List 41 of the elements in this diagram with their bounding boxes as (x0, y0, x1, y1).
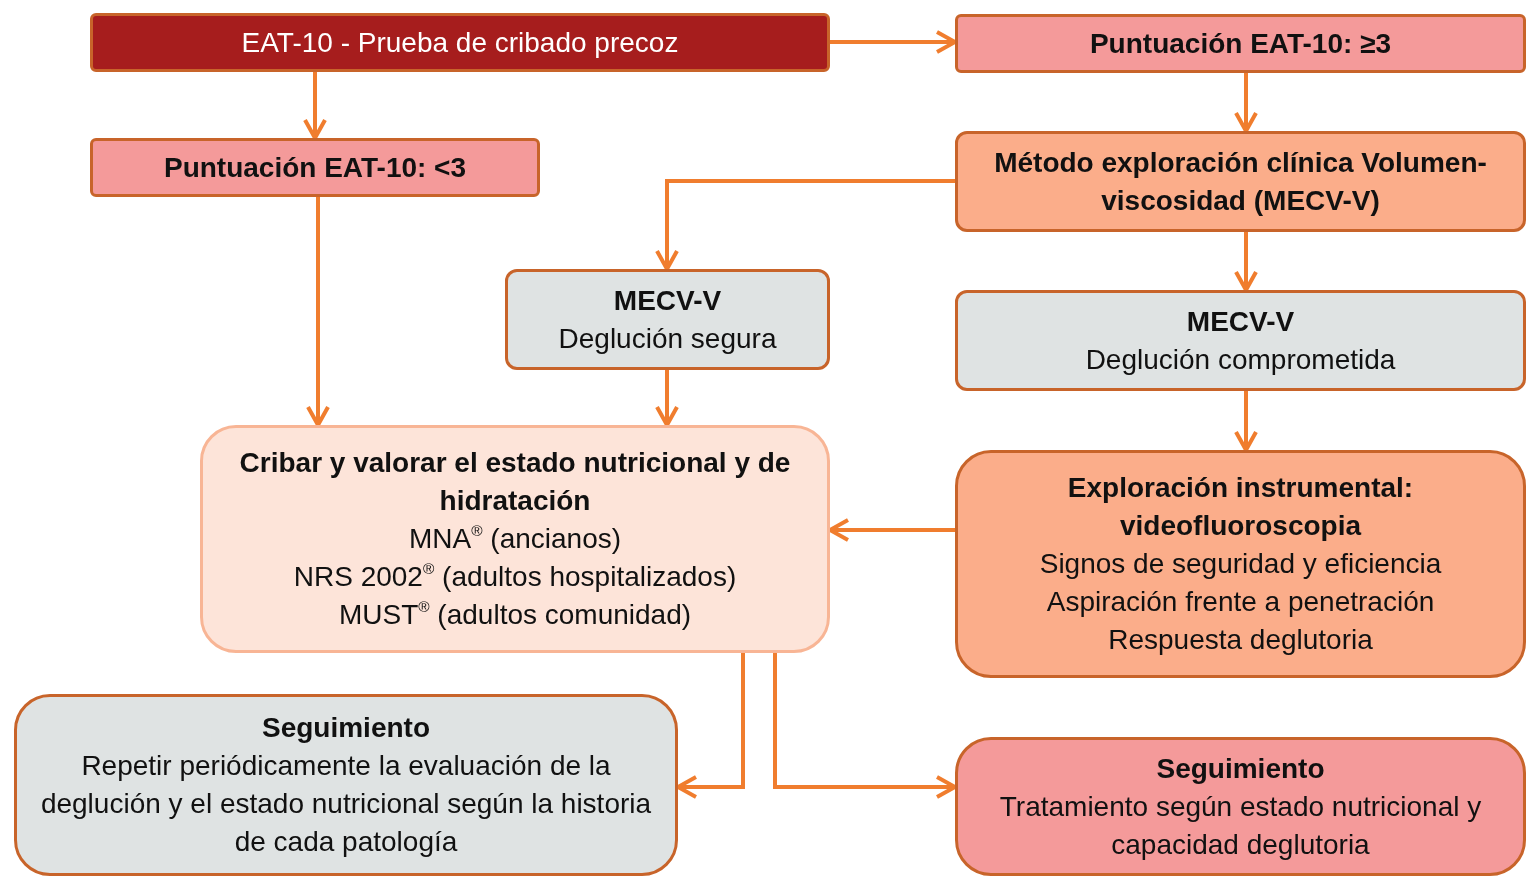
box-text: Aspiración frente a penetración (1046, 585, 1435, 619)
box-text: Signos de seguridad y eficiencia (1039, 547, 1442, 581)
box-text: Deglución segura (558, 321, 777, 356)
arrow (306, 197, 330, 427)
box-title: Método exploración clínica Volumen-viscosidad (MECV-V) (993, 145, 1488, 218)
box-text: MUST$^{®}$ (adultos comunidad) (338, 596, 692, 632)
box-title: Puntuación EAT-10: ≥3 (1089, 26, 1392, 61)
process-box (14, 694, 678, 876)
arrow (1234, 232, 1258, 292)
arrow (1234, 73, 1258, 133)
process-box (955, 131, 1526, 232)
arrow (830, 30, 957, 54)
arrow (303, 72, 327, 140)
process-box (955, 14, 1526, 73)
box-text: NRS 2002$^{®}$ (adultos hospitalizados) (293, 558, 737, 594)
process-box (955, 737, 1526, 876)
process-box (955, 450, 1526, 678)
box-text: Repetir periódicamente la evaluación de la deglución y el estado nutricional según la historia de cada patología (39, 749, 653, 859)
arrow (655, 179, 955, 271)
header-box (90, 13, 830, 72)
box-text: Deglución comprometida (1085, 342, 1396, 377)
arrow (655, 370, 679, 427)
box-title: Seguimiento (262, 711, 430, 745)
box-title: Seguimiento (1156, 751, 1325, 786)
process-box (200, 425, 830, 653)
box-text: Respuesta deglutoria (1108, 623, 1373, 657)
process-box (955, 290, 1526, 391)
box-title: Puntuación EAT-10: <3 (163, 150, 467, 185)
arrow (773, 653, 957, 799)
box-title: MECV-V (1186, 304, 1295, 339)
process-box (90, 138, 540, 197)
box-title: Cribar y valorar el estado nutricional y de hidratación (238, 446, 792, 518)
box-title: MECV-V (613, 283, 722, 318)
box-text: MNA$^{®}$ (ancianos) (408, 520, 622, 556)
arrow (828, 518, 955, 542)
arrow (1234, 391, 1258, 452)
box-text: Tratamiento según estado nutricional y capacidad deglutoria (998, 789, 1483, 862)
box-title: Exploración instrumental: videofluoroscopia (1066, 471, 1415, 543)
process-box (505, 269, 830, 370)
box-title: EAT-10 - Prueba de cribado precoz (241, 25, 679, 60)
arrow (676, 653, 745, 799)
